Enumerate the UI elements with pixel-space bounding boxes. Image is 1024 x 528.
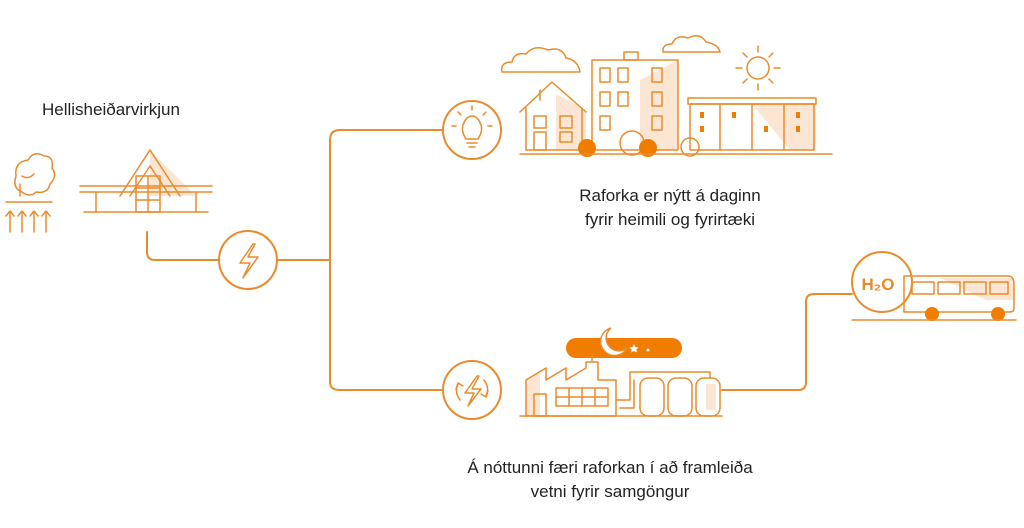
lightning-icon	[218, 230, 278, 290]
plant-name-label: Hellisheiðarvirkjun	[42, 100, 180, 119]
cycle-lightning-icon	[442, 360, 502, 420]
steam-vent-icon	[5, 153, 56, 233]
h2o-label: H₂O	[861, 275, 894, 294]
day-use-line-1: Raforka er nýtt á daginn	[579, 186, 761, 205]
moon-icon	[566, 327, 682, 358]
lightbulb-icon	[442, 100, 502, 160]
cloud-icon	[500, 35, 721, 73]
sun-icon	[735, 45, 781, 91]
day-use-caption: Raforka er nýtt á daginn fyrir heimili o…	[520, 184, 820, 232]
power-plant-icon	[79, 149, 213, 213]
factory-icon	[519, 353, 723, 417]
day-use-line-2: fyrir heimili og fyrirtæki	[584, 210, 756, 229]
night-use-line-1: Á nóttunni færi raforkan í að framleiða	[467, 458, 753, 477]
night-use-line-2: vetni fyrir samgöngur	[530, 482, 690, 501]
connector-lines	[146, 129, 853, 391]
night-use-caption: Á nóttunni færi raforkan í að framleiða …	[420, 456, 800, 504]
city-icon	[519, 51, 833, 157]
bus-icon	[851, 251, 1017, 321]
